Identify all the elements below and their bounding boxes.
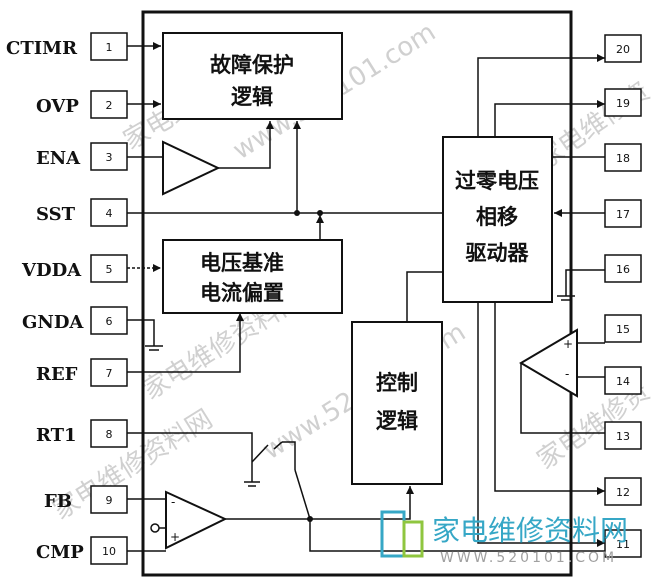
amp-input-node	[150, 523, 160, 533]
pin-18: 18	[604, 143, 642, 172]
pin-5: 5 VDDA	[21, 254, 128, 283]
pin-13: 13	[604, 421, 642, 450]
error-amplifier: - +	[165, 490, 228, 550]
junction-dots	[294, 210, 323, 522]
right-pins: 20 19 18 17 16 15 14 13 12 11	[604, 34, 642, 558]
pin-10-number: 10	[102, 545, 116, 558]
bias-block-line1: 电压基准	[200, 251, 284, 275]
pin-3-label: ENA	[36, 148, 81, 169]
error-amp-plus-sign: +	[170, 530, 180, 544]
left-pins: 1 CTIMR 2 OVP 3 ENA 4 SST 5 VDDA 6 GNDA	[6, 32, 128, 565]
pin-11-number: 11	[616, 538, 630, 551]
pin-2-label: OVP	[36, 96, 79, 117]
pin-14: 14	[604, 366, 642, 395]
chip-outline	[141, 10, 573, 577]
pin-4: 4 SST	[36, 198, 128, 227]
pin-10-label: CMP	[36, 542, 84, 563]
pin-8-number: 8	[106, 428, 113, 441]
pin-2: 2 OVP	[36, 90, 128, 119]
pin-19-number: 19	[616, 97, 630, 110]
drive-block: 过零电压 相移 驱动器	[442, 136, 553, 303]
pin-14-number: 14	[616, 375, 630, 388]
pin-19: 19	[604, 88, 642, 117]
pin-1-number: 1	[106, 41, 113, 54]
pin-6: 6 GNDA	[22, 306, 128, 335]
pin-18-number: 18	[616, 152, 630, 165]
comparator-triangle	[519, 328, 578, 398]
pin-4-label: SST	[36, 204, 76, 225]
pin-16-number: 16	[616, 263, 630, 276]
drive-block-line1: 过零电压	[455, 169, 539, 193]
control-block-line2: 逻辑	[376, 409, 418, 433]
error-amp-triangle	[165, 490, 228, 550]
bias-block-line2: 电流偏置	[200, 281, 284, 305]
pin-6-label: GNDA	[22, 312, 84, 333]
drive-block-line3: 驱动器	[466, 241, 530, 265]
control-logic-block: 控制 逻辑	[351, 321, 443, 485]
pin-20: 20	[604, 34, 642, 63]
comparator-plus-sign: +	[563, 337, 573, 351]
wiring	[127, 45, 605, 552]
pin-9: 9 FB	[44, 485, 128, 514]
comparator-minus-sign: -	[565, 367, 569, 381]
pin-7: 7 REF	[36, 358, 128, 387]
pin-8-label: RT1	[36, 425, 77, 446]
error-amp-minus-sign: -	[171, 495, 175, 509]
pin-5-label: VDDA	[21, 260, 82, 281]
pin-16: 16	[604, 254, 642, 283]
pin-4-number: 4	[106, 207, 113, 220]
control-block-line1: 控制	[376, 371, 418, 395]
drive-block-line2: 相移	[476, 205, 518, 229]
arrowheads	[153, 42, 605, 547]
pin-3-number: 3	[106, 151, 113, 164]
pin-20-number: 20	[616, 43, 630, 56]
logo-url: WWW.520101.COM	[440, 550, 617, 566]
pin-12-number: 12	[616, 486, 630, 499]
pin-10: 10 CMP	[36, 536, 128, 565]
fault-block-line2: 逻辑	[231, 85, 273, 109]
comparator: + -	[519, 328, 578, 398]
pin-8: 8 RT1	[36, 419, 128, 448]
pin-1: 1 CTIMR	[6, 32, 128, 61]
site-logo-watermark: 家电维修资料网 WWW.520101.COM	[380, 510, 628, 566]
logo-text: 家电维修资料网	[432, 514, 628, 547]
ena-buffer-triangle	[162, 140, 221, 196]
pin-9-number: 9	[106, 494, 113, 507]
pin-5-number: 5	[106, 263, 113, 276]
pin-13-number: 13	[616, 430, 630, 443]
pin-17-number: 17	[616, 208, 630, 221]
pin-12: 12	[604, 477, 642, 506]
pin-1-label: CTIMR	[6, 38, 78, 59]
fault-block-line1: 故障保护	[210, 53, 294, 77]
pin-15-number: 15	[616, 323, 630, 336]
pin-15: 15	[604, 314, 642, 343]
pin-17: 17	[604, 199, 642, 228]
pin-3: 3 ENA	[36, 142, 128, 171]
fault-protection-block: 故障保护 逻辑	[162, 32, 343, 120]
bias-block: 电压基准 电流偏置	[162, 239, 343, 314]
pin-7-number: 7	[106, 367, 113, 380]
pin-2-number: 2	[106, 99, 113, 112]
pin-6-number: 6	[106, 315, 113, 328]
pin-7-label: REF	[36, 364, 78, 385]
logo-mark-right	[402, 520, 424, 558]
pin-9-label: FB	[44, 491, 72, 512]
